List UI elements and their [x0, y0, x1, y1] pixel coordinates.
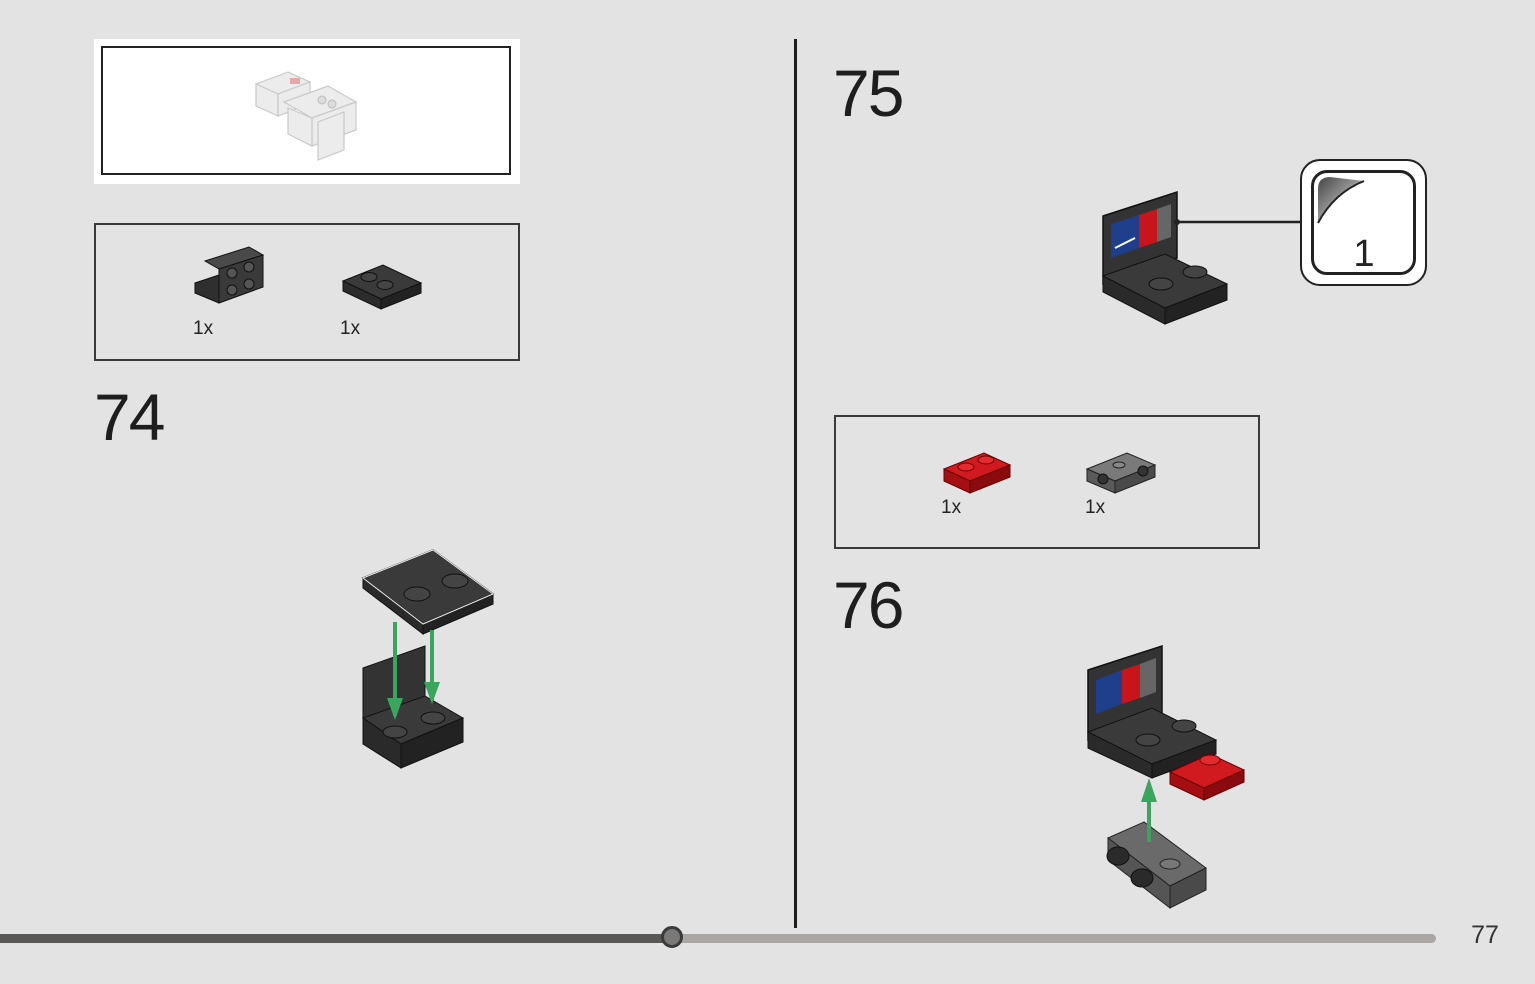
progress-fill — [0, 934, 672, 943]
step-76-illustration — [1086, 644, 1246, 910]
black-bracket-2x2-icon — [194, 246, 265, 304]
down-arrow-icon — [387, 622, 440, 720]
progress-track — [0, 934, 1436, 943]
black-plate-2x2-icon — [341, 264, 423, 310]
parts-list-step-74: 1x 1x — [94, 223, 520, 361]
sticker-sheet-icon — [1317, 177, 1365, 224]
step-number-74: 74 — [94, 380, 165, 454]
page-divider — [794, 39, 797, 928]
progress-knob[interactable] — [661, 926, 683, 948]
part-qty: 1x — [1085, 497, 1106, 518]
step-74-illustration — [361, 549, 495, 769]
step-number-75: 75 — [833, 56, 904, 130]
step-75-illustration — [1101, 190, 1301, 325]
context-preview-frame — [101, 46, 511, 175]
page-number: 77 — [1471, 921, 1499, 949]
sticker-number: 1 — [1353, 233, 1375, 275]
red-plate-1x2-icon — [942, 452, 1012, 494]
sticker-callout: 1 — [1300, 159, 1427, 286]
sticker-decal-icon — [1111, 204, 1171, 258]
sticker-callout-frame: 1 — [1311, 170, 1416, 275]
part-qty: 1x — [193, 318, 214, 339]
subassembly-preview-icon — [254, 71, 358, 161]
grey-bracket-1x2-icon — [1085, 452, 1157, 494]
part-qty: 1x — [941, 497, 962, 518]
step-number-76: 76 — [833, 568, 904, 642]
context-preview — [94, 39, 520, 184]
parts-list-step-76: 1x 1x — [834, 415, 1260, 549]
part-qty: 1x — [340, 318, 361, 339]
up-arrow-icon — [1141, 778, 1157, 842]
